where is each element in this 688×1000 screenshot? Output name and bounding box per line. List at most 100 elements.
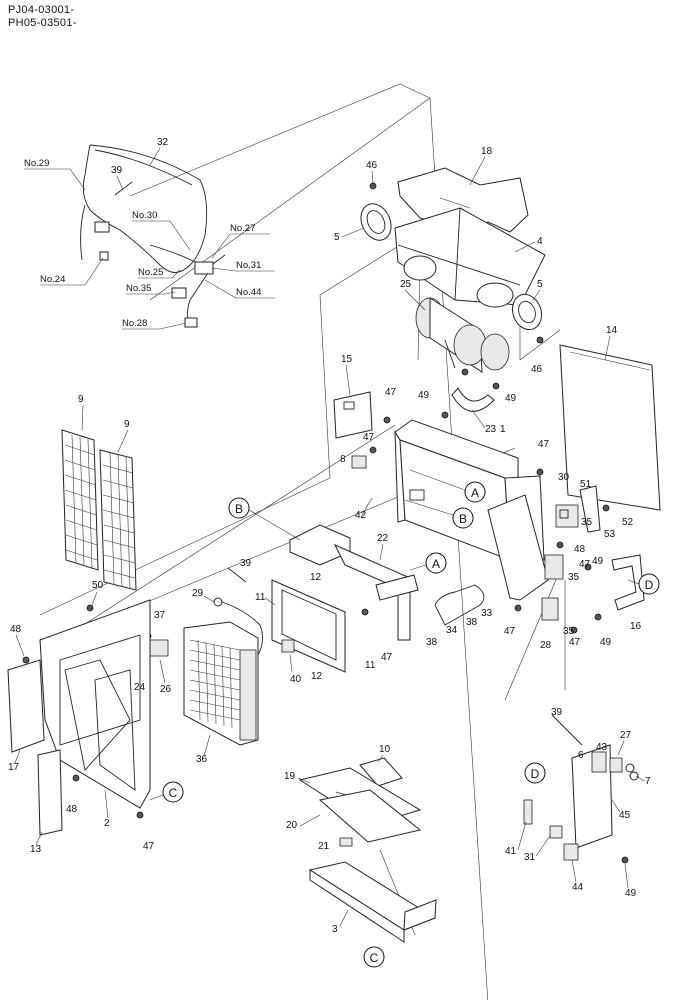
label-45: 45 — [619, 810, 631, 821]
label-31: 31 — [524, 852, 536, 863]
label-43: 43 — [596, 742, 608, 753]
label-47-h: 47 — [143, 841, 155, 852]
wiring-harness — [80, 144, 226, 328]
part-2-front-housing — [39, 599, 151, 809]
part-20-plate — [318, 789, 422, 843]
part-17-side-plate — [7, 659, 45, 753]
label-18: 18 — [481, 146, 493, 157]
label-47-c: 47 — [538, 439, 550, 450]
label-49-d: 49 — [600, 637, 612, 648]
callout-a-lower: A — [425, 552, 447, 574]
svg-text:A: A — [471, 486, 479, 500]
label-41: 41 — [505, 846, 517, 857]
serial-range-2: PH05-03501- — [8, 17, 77, 29]
label-21: 21 — [318, 841, 330, 852]
label-52: 52 — [622, 517, 634, 528]
callout-b-right: B — [452, 507, 474, 529]
label-16: 16 — [630, 621, 642, 632]
part-number-labels: 32 39 18 46 5 4 5 25 14 46 15 47 49 49 2… — [8, 137, 651, 935]
label-47-e: 47 — [504, 626, 516, 637]
label-35-a: 35 — [581, 517, 593, 528]
svg-text:D: D — [531, 767, 540, 781]
label-28: 28 — [540, 640, 552, 651]
part-42-foam — [289, 524, 351, 566]
label-5-left: 5 — [334, 232, 340, 243]
label-23: 23 — [485, 424, 497, 435]
part-25-blower-motor — [415, 297, 510, 373]
label-12-a: 12 — [310, 572, 322, 583]
ref-no28: No.28 — [122, 318, 147, 329]
part-15-plate — [333, 391, 373, 439]
label-10: 10 — [379, 744, 391, 755]
serial-range-1: PJ04-03001- — [8, 4, 75, 16]
label-7: 7 — [645, 776, 651, 787]
part-23-motor-bracket — [451, 368, 495, 412]
label-17: 17 — [8, 762, 20, 773]
callout-c-bottom: C — [363, 946, 385, 968]
label-15: 15 — [341, 354, 353, 365]
ref-no27: No.27 — [230, 223, 255, 234]
part-18-duct-seal — [397, 167, 529, 233]
ref-no44: No.44 — [236, 287, 261, 298]
label-33: 33 — [481, 608, 493, 619]
part-16-bracket — [611, 554, 645, 611]
drawing-header: PJ04-03001- PH05-03501- — [8, 4, 77, 30]
label-19: 19 — [284, 771, 296, 782]
label-9-b: 9 — [124, 419, 130, 430]
label-48-b: 48 — [10, 624, 22, 635]
label-8: 8 — [340, 454, 346, 465]
part-22-seal — [333, 543, 419, 641]
part-9-filters — [61, 429, 137, 591]
label-38-b: 38 — [466, 617, 478, 628]
label-44: 44 — [572, 882, 584, 893]
label-53: 53 — [604, 529, 616, 540]
label-30: 30 — [558, 472, 570, 483]
label-49-c: 49 — [592, 556, 604, 567]
label-9-a: 9 — [78, 394, 84, 405]
label-13: 13 — [30, 844, 42, 855]
label-25: 25 — [400, 279, 412, 290]
label-47-d: 47 — [579, 559, 591, 570]
svg-text:C: C — [370, 951, 379, 965]
label-48-a: 48 — [574, 544, 586, 555]
part-39-rod — [227, 567, 247, 583]
label-47-b: 47 — [363, 432, 375, 443]
label-39-mid: 39 — [240, 558, 252, 569]
callout-circles: A B B A D C D C — [149, 469, 660, 968]
label-5-right: 5 — [537, 279, 543, 290]
label-26: 26 — [160, 684, 172, 695]
label-46-right: 46 — [531, 364, 543, 375]
part-30-resistor — [555, 504, 579, 528]
part-36-heater-core — [183, 621, 259, 746]
label-35-b: 35 — [568, 572, 580, 583]
label-39-detail: 39 — [551, 707, 563, 718]
label-14: 14 — [606, 325, 618, 336]
label-47-a: 47 — [385, 387, 397, 398]
label-47-f: 47 — [569, 637, 581, 648]
svg-text:A: A — [432, 557, 440, 571]
ref-no29: No.29 — [24, 158, 49, 169]
callout-a-upper: A — [464, 481, 486, 503]
label-39-top: 39 — [111, 165, 123, 176]
label-24: 24 — [134, 682, 146, 693]
label-11-a: 11 — [255, 592, 266, 603]
label-4: 4 — [537, 236, 543, 247]
part-21-clip — [339, 837, 353, 847]
label-27: 27 — [620, 730, 632, 741]
part-4-blower-housing — [394, 207, 546, 308]
callout-b-left: B — [228, 497, 250, 519]
label-20: 20 — [286, 820, 298, 831]
part-40-connector — [281, 639, 295, 653]
label-47-g: 47 — [381, 652, 393, 663]
label-37: 37 — [154, 610, 166, 621]
label-22: 22 — [377, 533, 389, 544]
part-51-bracket — [579, 485, 601, 533]
svg-text:D: D — [645, 578, 654, 592]
svg-text:B: B — [459, 512, 467, 526]
label-42: 42 — [355, 510, 367, 521]
label-6: 6 — [578, 750, 584, 761]
harness-reference-labels: No.29 No.30 No.27 No.24 No.25 No.31 No.3… — [24, 158, 275, 330]
detail-d-assembly — [523, 714, 639, 861]
label-48-c: 48 — [66, 804, 78, 815]
